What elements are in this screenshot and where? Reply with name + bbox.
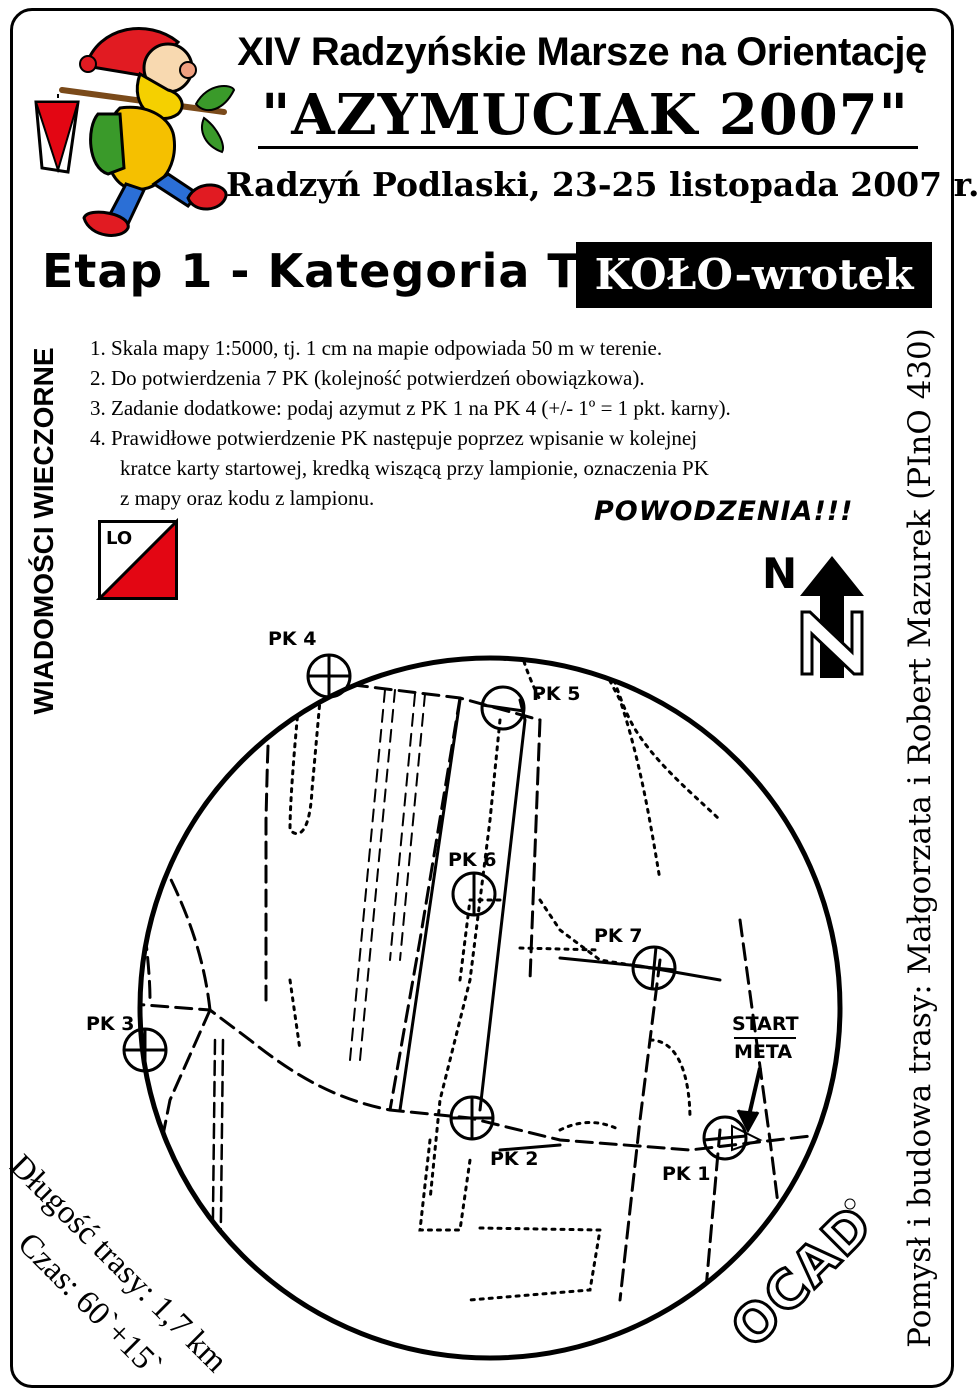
rules-list: 1. Skala mapy 1:5000, tj. 1 cm na mapie … (90, 333, 890, 513)
good-luck-text: POWODZENIA!!! (594, 496, 854, 527)
control-label-pk5: PK 5 (532, 683, 580, 705)
event-date-place: Radzyń Podlaski, 23-25 listopada 2007 r. (226, 165, 979, 204)
control-circle-pk1 (702, 1115, 748, 1161)
stage-category-heading: Etap 1 - Kategoria TD (42, 244, 619, 298)
control-circle-pk5 (480, 685, 526, 731)
north-label: N (762, 549, 797, 598)
rule-item: 2. Do potwierdzenia 7 PK (kolejność potw… (90, 366, 645, 390)
control-label-pk7: PK 7 (594, 925, 642, 947)
control-circle-pk7 (631, 945, 677, 991)
event-title: XIV Radzyńskie Marsze na Orientację (237, 30, 927, 74)
rule-item: kratce karty startowej, kredką wiszącą p… (120, 456, 709, 480)
control-label-pk1: PK 1 (662, 1163, 710, 1185)
lo-logo-label: LO (106, 528, 132, 549)
ocad-logo: OCAD (718, 1193, 886, 1361)
north-arrow-icon: N (762, 549, 864, 678)
gnome-mascot-illustration (34, 27, 236, 237)
rule-item: 3. Zadanie dodatkowe: podaj azymut z PK … (90, 396, 731, 420)
title-underline (258, 146, 918, 149)
registered-mark-icon (844, 1198, 856, 1210)
rule-item: 4. Prawidłowe potwierdzenie PK następuje… (90, 426, 698, 450)
control-label-pk6: PK 6 (448, 849, 496, 871)
page-frame (10, 8, 954, 1388)
start-label: START (732, 1013, 799, 1035)
svg-text:OCAD: OCAD (720, 1194, 885, 1359)
control-points (122, 653, 796, 1161)
rule-item: 1. Skala mapy 1:5000, tj. 1 cm na mapie … (90, 336, 663, 360)
rule-item: z mapy oraz kodu z lampionu. (120, 486, 375, 510)
control-label-pk3: PK 3 (86, 1013, 134, 1035)
control-label-pk4: PK 4 (268, 628, 316, 650)
orienteering-flag-logo: LO (95, 517, 178, 600)
course-name-badge: KOŁO-wrotek (576, 242, 932, 308)
event-name: "AZYMUCIAK 2007" (261, 82, 909, 148)
control-label-pk2: PK 2 (490, 1148, 538, 1170)
finish-label: META (734, 1041, 792, 1063)
